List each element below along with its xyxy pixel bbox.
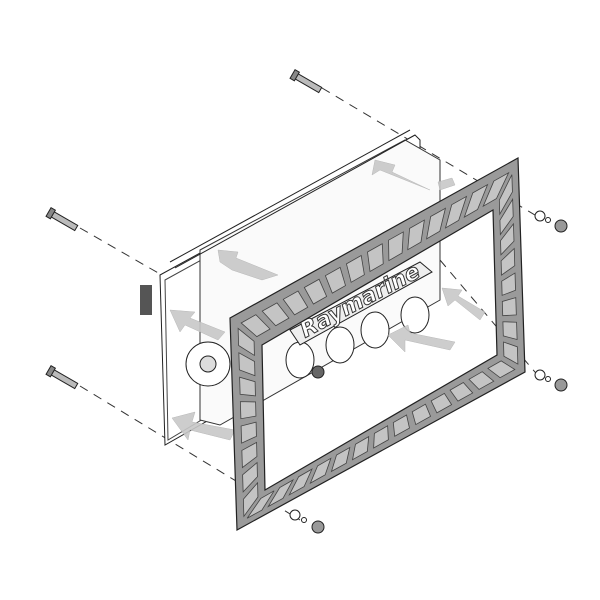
gasket-rib [238, 352, 256, 377]
direction-arrows [169, 159, 486, 441]
gasket-rib [411, 403, 432, 426]
gasket-rib [261, 302, 290, 327]
gasket-rib [444, 195, 468, 229]
gasket-rib [288, 468, 313, 496]
gasket-rib [498, 174, 513, 216]
gasket-rib [388, 231, 404, 262]
gasket-rib [345, 254, 365, 283]
arrow-icon [387, 324, 456, 353]
gasket-rib [373, 425, 389, 449]
gasket-rib [246, 490, 275, 519]
stud-left-upper [45, 206, 79, 232]
gasket-rib [430, 392, 453, 414]
gasket-rib [407, 219, 425, 251]
gasket-rib [502, 321, 518, 340]
washer [545, 217, 551, 223]
gasket-rib [501, 272, 516, 296]
gasket-rib [240, 421, 257, 444]
gasket-rib [449, 382, 474, 402]
gasket-rib [330, 446, 351, 473]
gasket-rib [351, 435, 370, 461]
arrow-icon [437, 177, 456, 191]
logo-plate [289, 261, 433, 346]
washer [545, 376, 551, 382]
gasket-rib [242, 481, 259, 518]
gasket-rib [239, 401, 257, 420]
gasket-rib [267, 478, 295, 508]
mounting-gasket [229, 156, 526, 531]
gasket-rib [482, 171, 510, 208]
gasket-rib [241, 441, 258, 469]
nut [554, 378, 568, 392]
gasket-rib [468, 371, 495, 390]
gasket-rib [487, 360, 516, 379]
arrow-icon [371, 159, 431, 191]
connector-ports [285, 296, 430, 379]
gasket-rib [503, 341, 519, 365]
washer [534, 210, 546, 222]
stud-top [289, 68, 323, 94]
rotary-knob [140, 285, 152, 315]
arrow-icon [169, 309, 226, 341]
arrow-icon [217, 249, 279, 281]
gasket-rib [392, 414, 410, 437]
washer [289, 509, 301, 521]
gasket-rib [463, 183, 489, 218]
gasket-rib [499, 197, 514, 236]
washers-and-nuts [289, 210, 568, 534]
nut [311, 520, 325, 534]
washer [301, 517, 307, 523]
gasket-rib [237, 327, 255, 357]
gasket-rib [367, 243, 384, 273]
gasket-rib [242, 461, 258, 493]
mounting-studs [45, 68, 323, 390]
gasket-rib [239, 376, 256, 397]
gasket-rib [303, 278, 328, 305]
gasket-rib [282, 290, 309, 316]
arrow-icon [441, 287, 486, 321]
gasket-rib [240, 314, 271, 338]
gasket-rib [501, 297, 517, 317]
gasket-rib [500, 222, 515, 256]
washer [534, 369, 546, 381]
gasket-rib [500, 247, 516, 276]
arrow-icon [171, 411, 236, 441]
gasket-rib [324, 266, 346, 294]
gasket-rib [426, 207, 447, 240]
nut [554, 219, 568, 233]
stud-left-lower [45, 364, 79, 390]
gasket-rib [309, 457, 332, 485]
